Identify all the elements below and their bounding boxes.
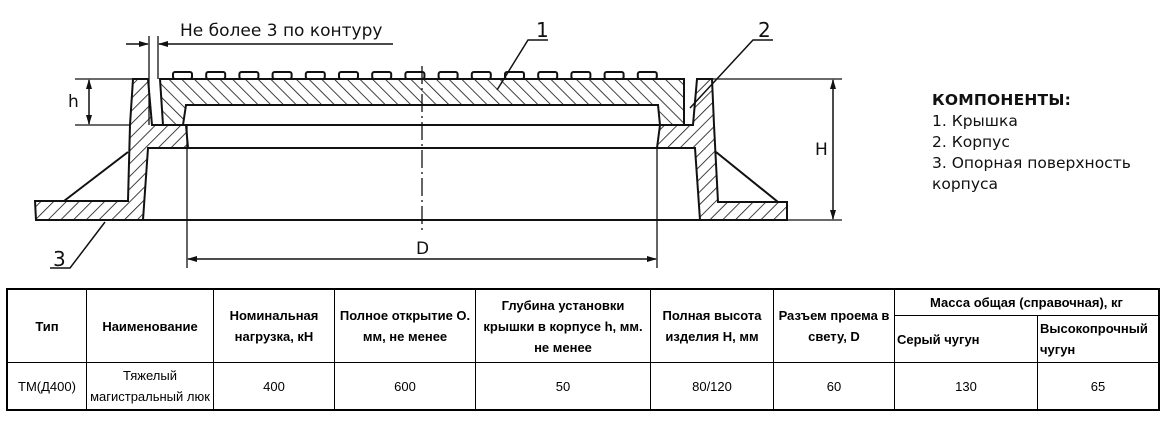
grating-bump (271, 71, 293, 80)
grating-bump (537, 71, 559, 80)
header-name: Наименование (86, 288, 214, 363)
cell-type: ТМ(Д400) (6, 362, 87, 411)
callout-2: 2 (758, 18, 771, 42)
header-opening: Полное открытие О. мм, не менее (334, 288, 476, 363)
cell-mass-ductile: 65 (1037, 362, 1160, 411)
grating-bump (603, 71, 625, 80)
cell-clear-opening: 60 (773, 362, 895, 411)
component-item: 1. Крышка (932, 112, 1018, 130)
grating-bump (205, 71, 227, 80)
grating-bump (371, 71, 393, 80)
grating-bump (437, 71, 459, 80)
header-type: Тип (6, 288, 87, 363)
header-mass-grey: Серый чугун (894, 315, 1038, 363)
dimension-D-label: D (416, 239, 429, 259)
dimension-H-label: H (815, 140, 828, 160)
callout-3: 3 (53, 247, 66, 271)
grating-bump (636, 71, 658, 80)
grating-bump (570, 71, 592, 80)
component-item: 3. Опорная поверхность корпуса (932, 154, 1131, 193)
header-mass-ductile: Высокопрочный чугун (1037, 315, 1160, 363)
cell-depth: 50 (475, 362, 651, 411)
header-load: Номинальная нагрузка, кН (213, 288, 335, 363)
cell-mass-grey: 130 (894, 362, 1038, 411)
cell-load: 400 (213, 362, 335, 411)
grating-bump (238, 71, 260, 80)
lid-grating (172, 71, 658, 80)
cell-name: Тяжелый магистральный люк (86, 362, 214, 411)
components-legend: КОМПОНЕНТЫ: 1. Крышка 2. Корпус 3. Опорн… (932, 90, 1132, 195)
grating-bump (304, 71, 326, 80)
body-left (33, 78, 190, 221)
header-clear-opening: Разъем проема в свету, D (773, 288, 895, 363)
grating-bump (470, 71, 492, 80)
manhole-cross-section-drawing: Не более 3 по контуру 1 2 3 h H D (33, 18, 842, 271)
table-row: ТМ(Д400) Тяжелый магистральный люк 400 6… (6, 362, 1160, 411)
grating-bump (404, 71, 426, 80)
grating-bump (504, 71, 525, 80)
cell-opening: 600 (334, 362, 476, 411)
header-depth: Глубина установки крышки в корпусе h, мм… (475, 288, 651, 363)
callout-1: 1 (536, 18, 549, 42)
component-item: 2. Корпус (932, 133, 1010, 151)
components-title: КОМПОНЕНТЫ: (932, 91, 1071, 109)
specifications-table: Тип Наименование Номинальная нагрузка, к… (6, 288, 1160, 411)
cell-height: 80/120 (650, 362, 774, 411)
grating-bump (172, 71, 193, 80)
grating-bump (338, 71, 359, 80)
gap-annotation: Не более 3 по контуру (180, 21, 382, 41)
header-mass: Масса общая (справочная), кг (894, 288, 1160, 316)
header-height: Полная высота изделия Н, мм (650, 288, 774, 363)
dimension-h-label: h (68, 92, 79, 112)
body-right (655, 78, 788, 221)
